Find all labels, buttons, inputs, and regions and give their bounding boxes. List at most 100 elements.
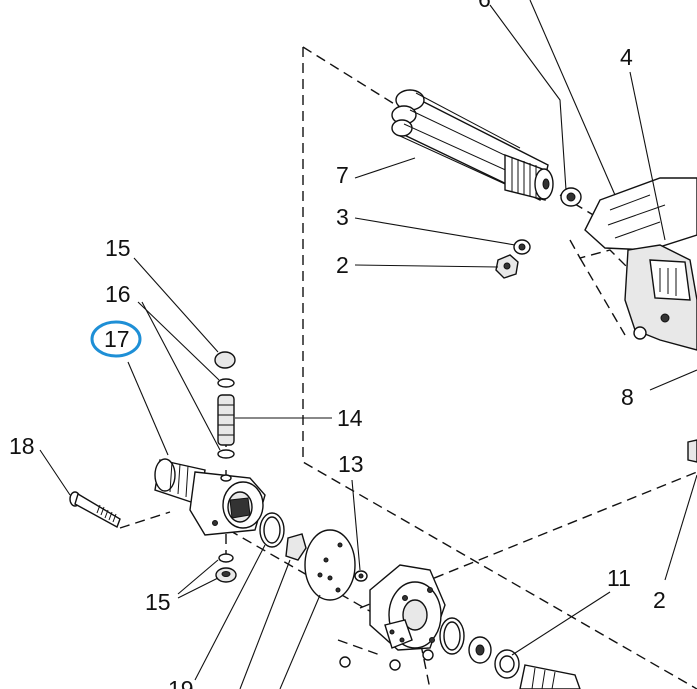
callout-2-lower: 2 <box>653 587 666 613</box>
boundary-stem-link <box>569 239 651 291</box>
roller-flutes <box>399 92 521 185</box>
pump-mount-pad <box>384 619 413 649</box>
part-coupler <box>285 533 307 561</box>
plate-hole-4 <box>327 575 333 581</box>
oring-16-upper <box>217 378 235 388</box>
part-port-plate <box>304 529 356 601</box>
leader-16-b <box>141 301 221 451</box>
plate-hole-2 <box>323 557 329 563</box>
arm-boss <box>649 259 691 301</box>
part-pump-body <box>369 564 446 651</box>
washer-3-hole <box>518 243 526 251</box>
leader-19 <box>194 544 266 681</box>
pump-pad-hole-1 <box>389 629 395 635</box>
housing-valve-port <box>220 474 232 482</box>
coupler-body <box>285 533 307 561</box>
leader-lines <box>39 0 697 689</box>
arm-bolt-hole <box>660 313 670 323</box>
bearing-11-inner <box>499 655 515 673</box>
boundary-lower-bracket <box>359 471 697 609</box>
part-18-bolt <box>69 491 121 529</box>
washer-6-hole <box>566 192 576 202</box>
leader-13 <box>351 479 361 571</box>
callout-4: 4 <box>620 44 633 70</box>
part-2-nut-lower <box>687 439 697 463</box>
nut-2-lower-hex <box>687 439 697 463</box>
plate-disc <box>304 529 356 601</box>
valve-grooves <box>218 404 234 436</box>
shaft-end <box>519 664 581 689</box>
part-15-cap-lower <box>215 553 237 583</box>
leader-15-top <box>133 257 219 353</box>
callout-2: 2 <box>336 252 349 278</box>
leader-6b <box>529 0 616 196</box>
bolt-threads <box>96 504 117 523</box>
callout-8: 8 <box>621 384 634 410</box>
small-washer-b <box>389 659 401 671</box>
callout-15-lower: 15 <box>145 589 171 615</box>
roller-shaft-hole <box>542 178 550 190</box>
pump-bolt-2 <box>429 637 435 643</box>
callout-13: 13 <box>338 451 364 477</box>
small-washer-c <box>422 649 434 661</box>
housing-neck-end <box>154 458 176 492</box>
seal-ring-large-inner <box>443 621 461 651</box>
leader-11 <box>511 591 611 656</box>
housing-bolt-hole <box>212 520 218 526</box>
lower-axis-line <box>337 639 381 656</box>
seal-19-inner <box>263 516 281 544</box>
pump-bolt-4 <box>402 595 408 601</box>
part-4-arm <box>584 177 697 351</box>
leader-2 <box>354 264 499 268</box>
leader-15-lower-a <box>177 577 219 599</box>
plate-hole-5 <box>335 587 341 593</box>
arm-boss-threads <box>659 268 677 296</box>
plate-hole-1 <box>337 542 343 548</box>
bearing-a-bore <box>475 644 485 656</box>
part-7-roller <box>391 89 554 202</box>
leader-7 <box>354 157 416 179</box>
callout-3: 3 <box>336 204 349 230</box>
oring-lower-bottom <box>218 553 234 563</box>
housing-neck-ridges <box>169 461 189 498</box>
cap-15-top-dome <box>214 351 236 369</box>
arm-pivot-hole <box>633 326 647 340</box>
part-3-washer <box>513 239 531 255</box>
callout-labels: 6 4 7 3 2 15 16 17 14 8 18 13 15 11 2 19 <box>9 0 666 689</box>
oring-16-lower <box>217 449 235 459</box>
valve-body <box>217 394 235 446</box>
plate-hole-3 <box>317 572 323 578</box>
cap-15-lower-center <box>221 571 231 577</box>
callout-18: 18 <box>9 433 35 459</box>
part-19-seal <box>259 512 285 548</box>
bolt-axis-line <box>119 511 171 529</box>
leader-8 <box>649 369 697 391</box>
leader-6 <box>489 4 567 191</box>
roller-end-3 <box>391 119 413 137</box>
leader-16-a <box>137 301 220 381</box>
callout-6: 6 <box>478 0 491 12</box>
shaft-ridges <box>531 667 556 689</box>
callout-14: 14 <box>337 405 363 431</box>
arm-ribs <box>607 194 666 239</box>
pump-pad-hole-2 <box>399 637 405 643</box>
small-oring-a <box>339 656 351 668</box>
part-17-housing <box>154 458 266 536</box>
pump-hub <box>402 599 428 631</box>
part-11-bearings <box>439 617 581 689</box>
part-14-valve <box>217 394 235 446</box>
highlight-ring <box>90 320 142 358</box>
fitting-13-hole <box>358 573 364 579</box>
leader-15-lower-b <box>177 559 219 595</box>
pump-bolt-1 <box>427 587 433 593</box>
part-2-nut <box>495 254 519 279</box>
leader-coupler <box>239 559 291 689</box>
leader-18 <box>39 449 71 496</box>
callout-7: 7 <box>336 162 349 188</box>
nut-2-hole <box>503 262 511 270</box>
part-small-washers <box>339 649 434 671</box>
callout-19: 19 <box>168 676 194 689</box>
leader-17 <box>127 361 169 456</box>
